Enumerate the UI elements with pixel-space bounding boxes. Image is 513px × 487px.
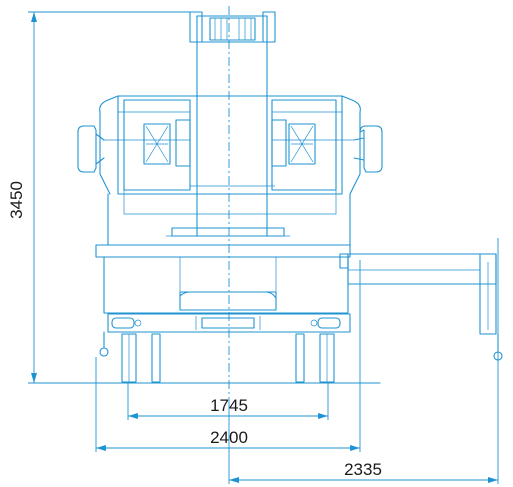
chassis bbox=[95, 193, 497, 335]
cab bbox=[77, 95, 383, 215]
undercarriage bbox=[91, 313, 503, 384]
dimension-lines bbox=[28, 11, 499, 484]
machine-outline bbox=[77, 6, 503, 400]
outer-width-dimension-label: 2400 bbox=[210, 428, 248, 447]
height-dimension-label: 3450 bbox=[7, 181, 26, 219]
outrigger-reach-dimension-label: 2335 bbox=[344, 460, 382, 479]
mast bbox=[189, 11, 276, 237]
inner-track-dimension-label: 1745 bbox=[210, 396, 248, 415]
